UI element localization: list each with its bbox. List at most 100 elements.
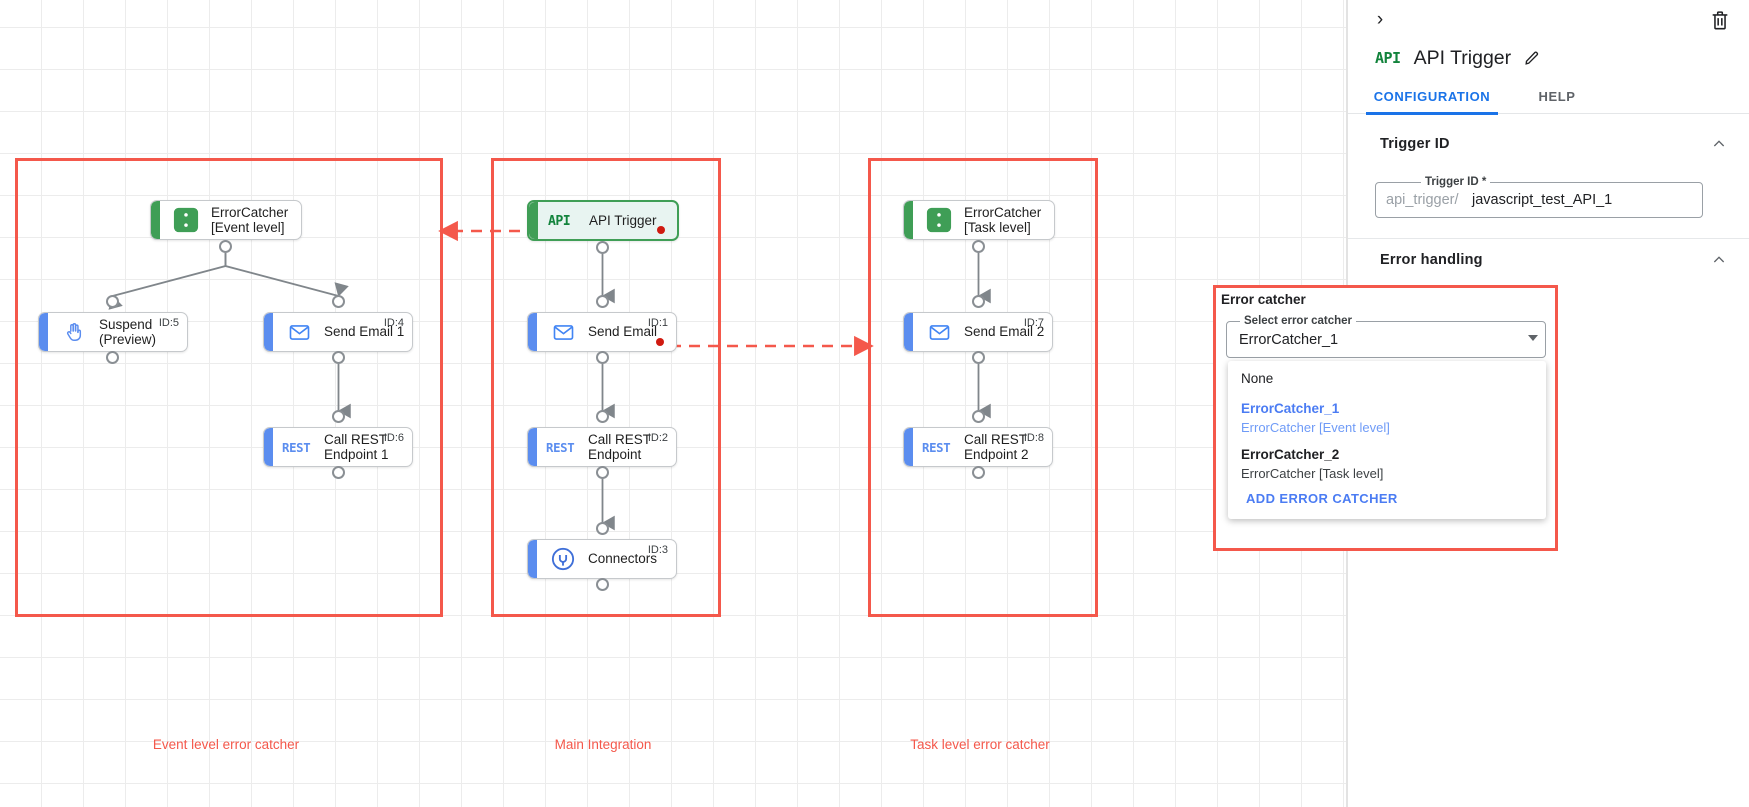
node-label: Send Email 2 xyxy=(964,324,1045,340)
trigger-id-field[interactable] xyxy=(1375,182,1703,218)
api-badge-icon: API xyxy=(1375,49,1401,67)
node-port[interactable] xyxy=(218,239,232,253)
chevron-right-icon[interactable]: › xyxy=(1376,9,1384,30)
svg-text:REST: REST xyxy=(546,441,574,455)
dropdown-option-none[interactable]: None xyxy=(1228,369,1546,395)
tab-help[interactable]: HELP xyxy=(1538,89,1576,104)
node-accent-bar xyxy=(904,428,913,466)
section-error-handling-title: Error handling xyxy=(1380,252,1483,268)
error-indicator-dot xyxy=(657,226,665,234)
node-accent-bar xyxy=(528,540,537,578)
section-trigger-id[interactable]: Trigger ID xyxy=(1348,123,1749,165)
pencil-icon[interactable] xyxy=(1523,50,1540,67)
errorcatcher-icon xyxy=(169,207,203,233)
node-port[interactable] xyxy=(331,465,345,479)
node-port[interactable] xyxy=(105,294,119,308)
envelope-icon xyxy=(282,321,316,344)
node-id-tag: ID:1 xyxy=(647,317,668,329)
node-accent-bar xyxy=(151,201,160,239)
dropdown-option-secondary: ErrorCatcher [Task level] xyxy=(1241,466,1384,481)
envelope-icon xyxy=(922,321,956,344)
node-accent-bar xyxy=(39,313,48,351)
panel-toolbar: › xyxy=(1348,0,1749,40)
add-error-catcher-button[interactable]: ADD ERROR CATCHER xyxy=(1246,491,1398,506)
chevron-down-icon[interactable] xyxy=(1528,335,1538,341)
node-port[interactable] xyxy=(105,350,119,364)
select-error-catcher-value: ErrorCatcher_1 xyxy=(1239,332,1339,348)
node-id-tag: ID:6 xyxy=(383,432,404,444)
connectors-icon xyxy=(546,547,580,571)
divider xyxy=(1348,238,1749,239)
rest-icon: REST xyxy=(546,438,580,457)
node-port[interactable] xyxy=(595,240,609,254)
section-trigger-id-title: Trigger ID xyxy=(1380,136,1450,152)
node-port[interactable] xyxy=(971,239,985,253)
node-port[interactable] xyxy=(971,350,985,364)
api-icon: API xyxy=(547,212,581,229)
node-api-trigger[interactable]: API API Trigger xyxy=(527,200,679,241)
group-box xyxy=(491,158,721,617)
panel-header: API API Trigger xyxy=(1348,40,1749,76)
group-label: Event level error catcher xyxy=(152,737,300,752)
envelope-icon xyxy=(546,321,580,344)
node-label: API Trigger xyxy=(589,212,657,228)
node-port[interactable] xyxy=(595,577,609,591)
node-port[interactable] xyxy=(971,409,985,423)
node-label: Connectors xyxy=(588,551,658,567)
node-label: Call REST Endpoint xyxy=(588,431,652,463)
svg-text:REST: REST xyxy=(282,441,310,455)
hand-icon xyxy=(57,321,91,343)
node-port[interactable] xyxy=(971,294,985,308)
error-indicator-dot xyxy=(656,338,664,346)
node-port[interactable] xyxy=(971,465,985,479)
select-error-catcher-legend: Select error catcher xyxy=(1240,315,1357,327)
trash-icon[interactable] xyxy=(1709,9,1731,31)
node-accent-bar xyxy=(528,313,537,351)
svg-text:REST: REST xyxy=(922,441,950,455)
node-id-tag: ID:5 xyxy=(158,317,179,329)
node-port[interactable] xyxy=(331,350,345,364)
panel-tabs: CONFIGURATION HELP xyxy=(1348,82,1749,115)
node-port[interactable] xyxy=(595,350,609,364)
node-accent-bar xyxy=(904,201,913,239)
trigger-id-value[interactable]: javascript_test_API_1 xyxy=(1472,192,1613,208)
node-accent-bar xyxy=(264,428,273,466)
node-id-tag: ID:4 xyxy=(383,317,404,329)
tab-configuration[interactable]: CONFIGURATION xyxy=(1366,82,1498,115)
node-label: Send Email xyxy=(588,324,658,340)
dropdown-option-primary: ErrorCatcher_2 xyxy=(1241,447,1340,462)
node-port[interactable] xyxy=(595,521,609,535)
node-accent-bar xyxy=(528,428,537,466)
rest-icon: REST xyxy=(282,438,316,457)
node-port[interactable] xyxy=(331,294,345,308)
node-port[interactable] xyxy=(331,409,345,423)
section-error-handling[interactable]: Error handling xyxy=(1348,239,1749,281)
node-port[interactable] xyxy=(595,409,609,423)
node-errorcatcher-task[interactable]: ErrorCatcher [Task level] xyxy=(903,200,1055,240)
chevron-up-icon xyxy=(1711,136,1727,152)
select-error-catcher[interactable] xyxy=(1226,321,1546,358)
trigger-id-prefix: api_trigger/ xyxy=(1386,192,1459,208)
group-box xyxy=(868,158,1098,617)
node-port[interactable] xyxy=(595,465,609,479)
node-id-tag: ID:2 xyxy=(647,432,668,444)
node-accent-bar xyxy=(904,313,913,351)
node-errorcatcher-event[interactable]: ErrorCatcher [Event level] xyxy=(150,200,302,240)
node-label: ErrorCatcher [Event level] xyxy=(211,204,289,236)
node-port[interactable] xyxy=(595,294,609,308)
svg-text:API: API xyxy=(548,214,570,229)
group-label: Task level error catcher xyxy=(910,737,1050,752)
node-suspend-preview[interactable]: Suspend (Preview)ID:5 xyxy=(38,312,188,352)
node-id-tag: ID:7 xyxy=(1023,317,1044,329)
